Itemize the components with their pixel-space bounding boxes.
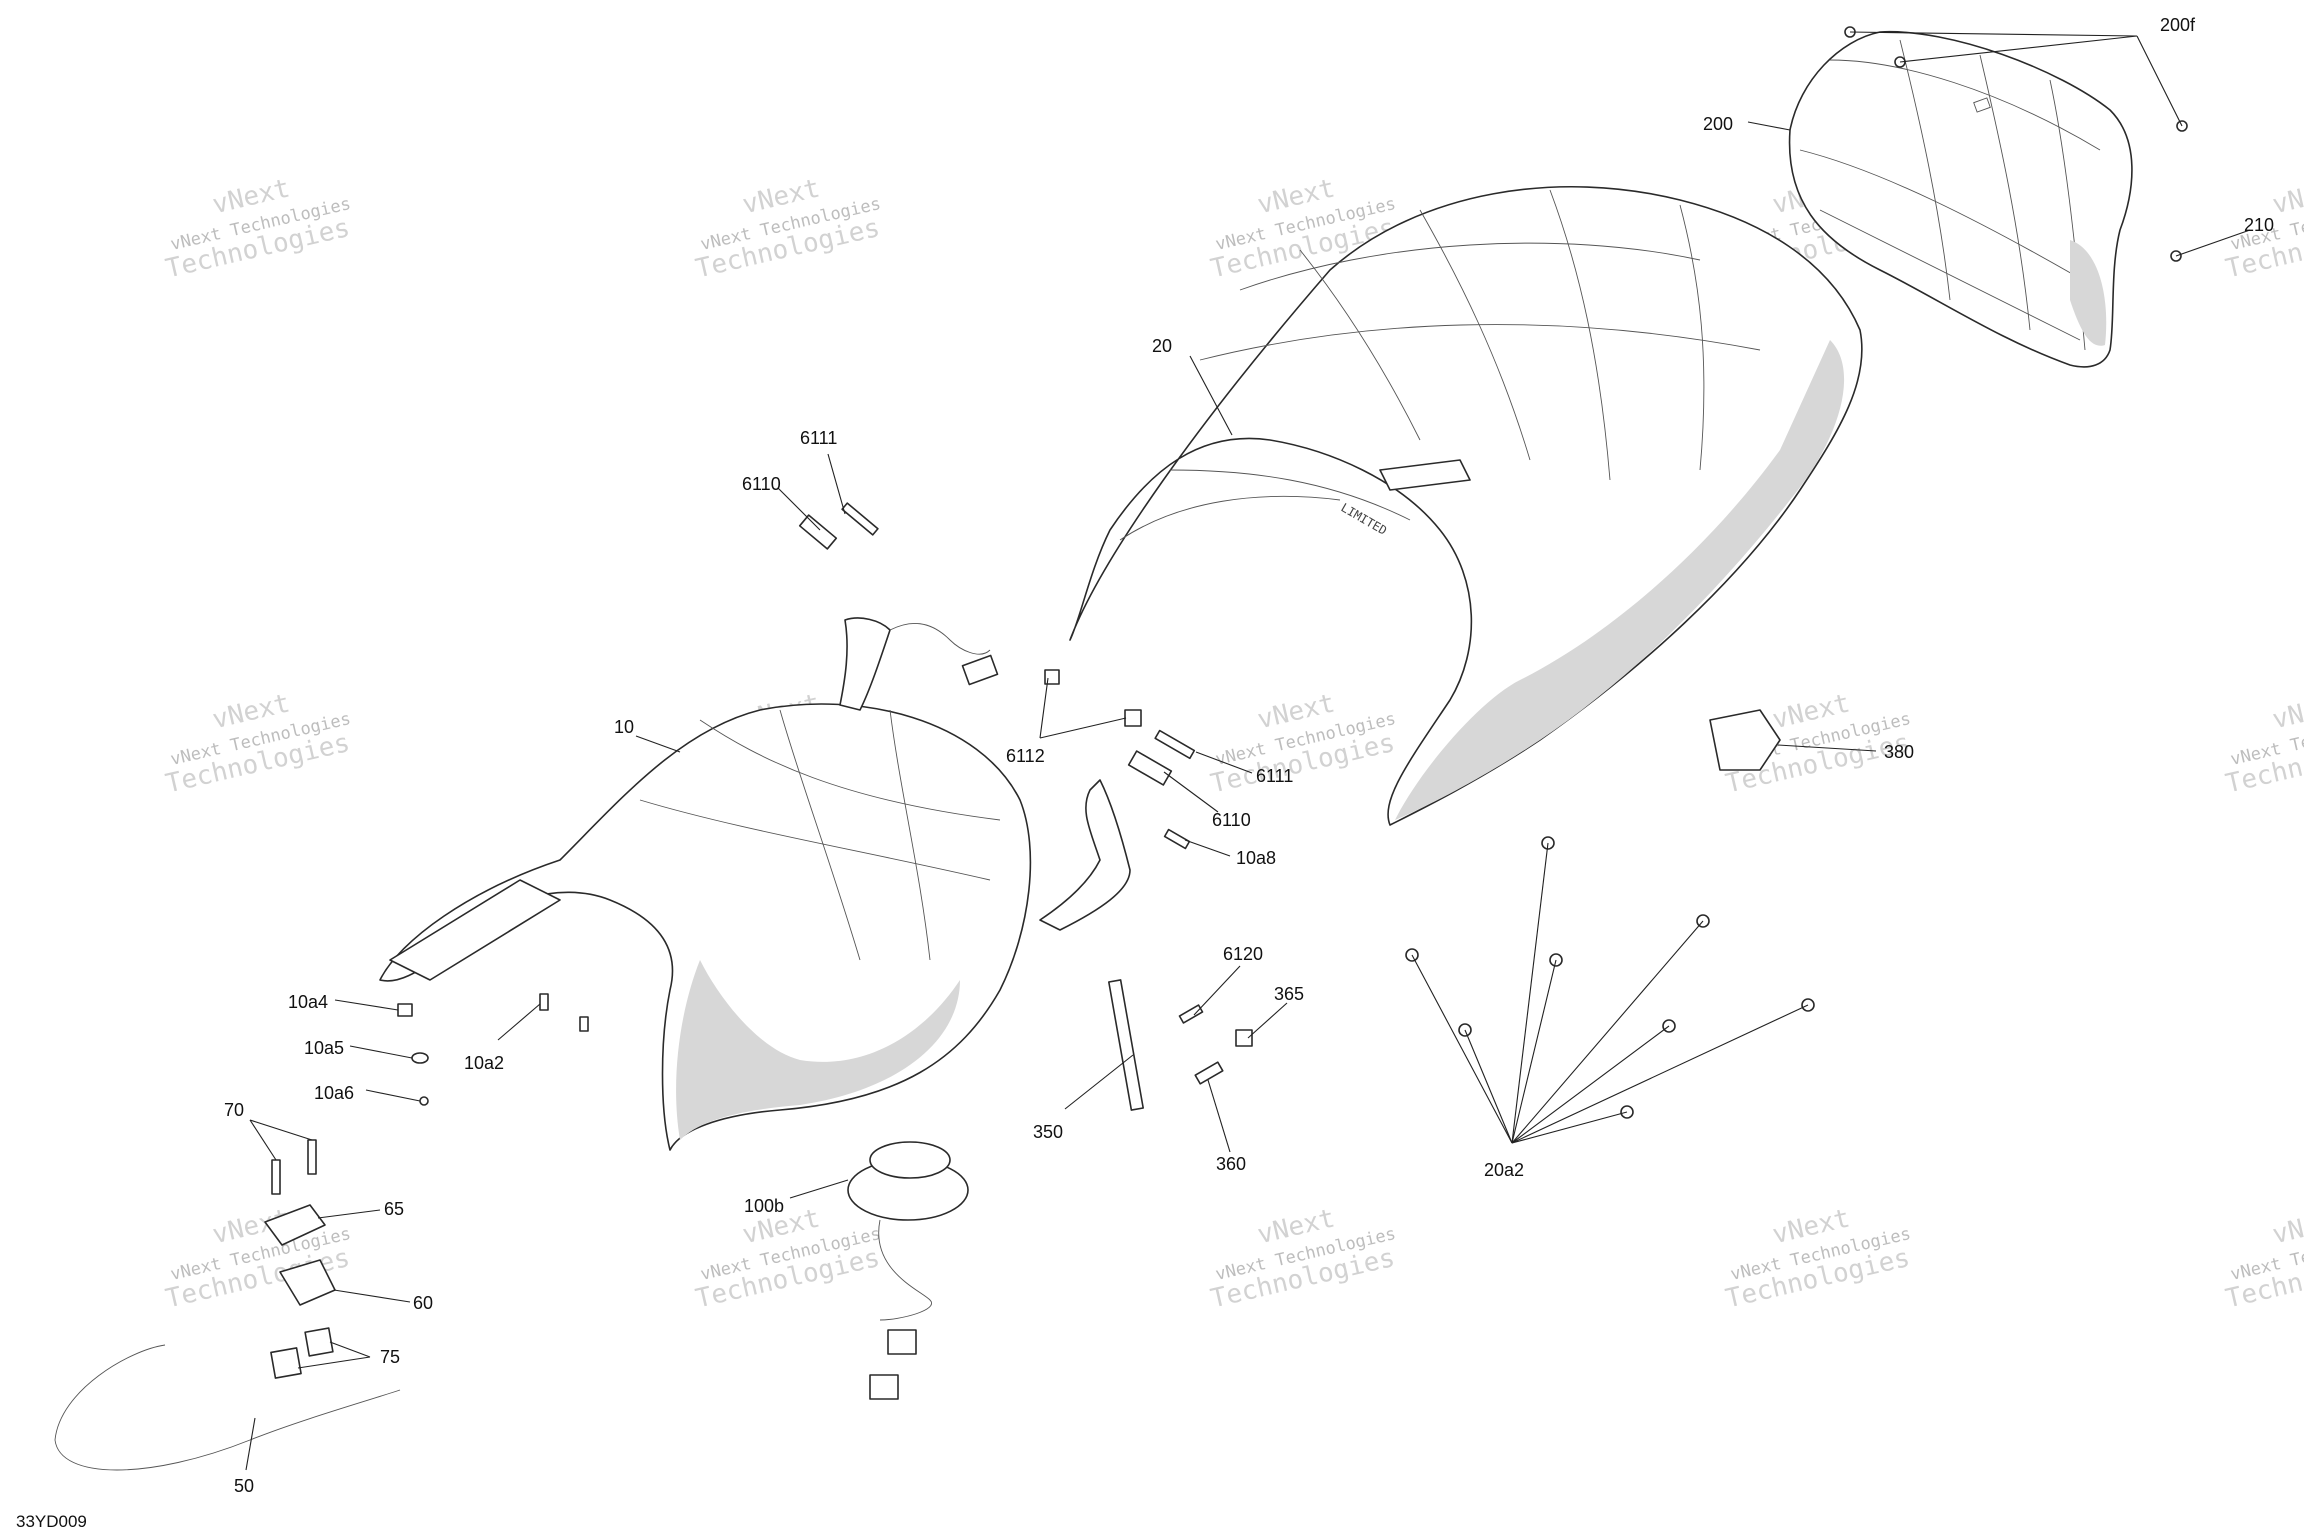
callout-210: 210 xyxy=(2244,215,2274,235)
callout-380: 380 xyxy=(1884,742,1914,762)
callout-labels: 200f 200 210 20 6111 6110 10 6112 6111 6… xyxy=(224,15,2274,1496)
callout-10a4: 10a4 xyxy=(288,992,328,1012)
callout-200: 200 xyxy=(1703,114,1733,134)
callout-50: 50 xyxy=(234,1476,254,1496)
callout-365: 365 xyxy=(1274,984,1304,1004)
callout-360: 360 xyxy=(1216,1154,1246,1174)
callout-6111-mid: 6111 xyxy=(1256,766,1293,786)
watermark: vNext vNext Technologies Technologies xyxy=(163,688,353,799)
callout-6110-top: 6110 xyxy=(742,474,781,494)
svg-text:LIMITED: LIMITED xyxy=(1339,500,1390,537)
watermark: vNext vNext Technologies Technologies xyxy=(1723,1203,1913,1314)
watermark: vNext vNext Technologies Technologies xyxy=(1208,1203,1398,1314)
callout-200f: 200f xyxy=(2160,15,2196,35)
seat-bracket-rear xyxy=(1039,779,1131,931)
leader-lines xyxy=(245,31,2251,1471)
front-seat-part xyxy=(379,703,1032,1151)
callout-10a8: 10a8 xyxy=(1236,848,1276,868)
svg-text:vNext: vNext xyxy=(2270,688,2304,735)
callout-10: 10 xyxy=(614,717,634,737)
seat-bracket-front xyxy=(839,617,991,711)
callout-6111-top: 6111 xyxy=(800,428,837,448)
callout-6120: 6120 xyxy=(1223,944,1263,964)
callout-20a2: 20a2 xyxy=(1484,1160,1524,1180)
callout-10a6: 10a6 xyxy=(314,1083,354,1103)
main-seat-part: LIMITED xyxy=(1069,185,1863,826)
watermark: vNext vNext Technologies Technologies xyxy=(163,173,353,284)
watermark: vNext vNext Technologies Technologies xyxy=(2223,688,2304,799)
svg-text:vNext: vNext xyxy=(2270,1203,2304,1250)
backrest-part xyxy=(1788,30,2133,368)
watermark: vNext vNext Technologies Technologies xyxy=(693,173,883,284)
callout-20: 20 xyxy=(1152,336,1172,356)
callout-350: 350 xyxy=(1033,1122,1063,1142)
callout-70: 70 xyxy=(224,1100,244,1120)
svg-text:vNext: vNext xyxy=(2270,173,2304,220)
diagram-reference-code: 33YD009 xyxy=(16,1512,87,1531)
callout-6112: 6112 xyxy=(1006,746,1045,766)
callout-60: 60 xyxy=(413,1293,433,1313)
watermark: vNext vNext Technologies Technologies xyxy=(693,1203,883,1314)
watermark: vNext vNext Technologies Technologies xyxy=(1208,688,1398,799)
callout-75: 75 xyxy=(380,1347,400,1367)
callout-6110-mid: 6110 xyxy=(1212,810,1251,830)
callout-65: 65 xyxy=(384,1199,404,1219)
hardware-parts xyxy=(54,26,2188,1471)
watermark: vNext vNext Technologies Technologies xyxy=(163,1203,353,1314)
callout-10a2: 10a2 xyxy=(464,1053,504,1073)
callout-100b: 100b xyxy=(744,1196,784,1216)
watermarks: vNext vNext Technologies Technologies vN… xyxy=(163,173,2304,1314)
watermark: vNext vNext Technologies Technologies xyxy=(2223,1203,2304,1314)
callout-10a5: 10a5 xyxy=(304,1038,344,1058)
